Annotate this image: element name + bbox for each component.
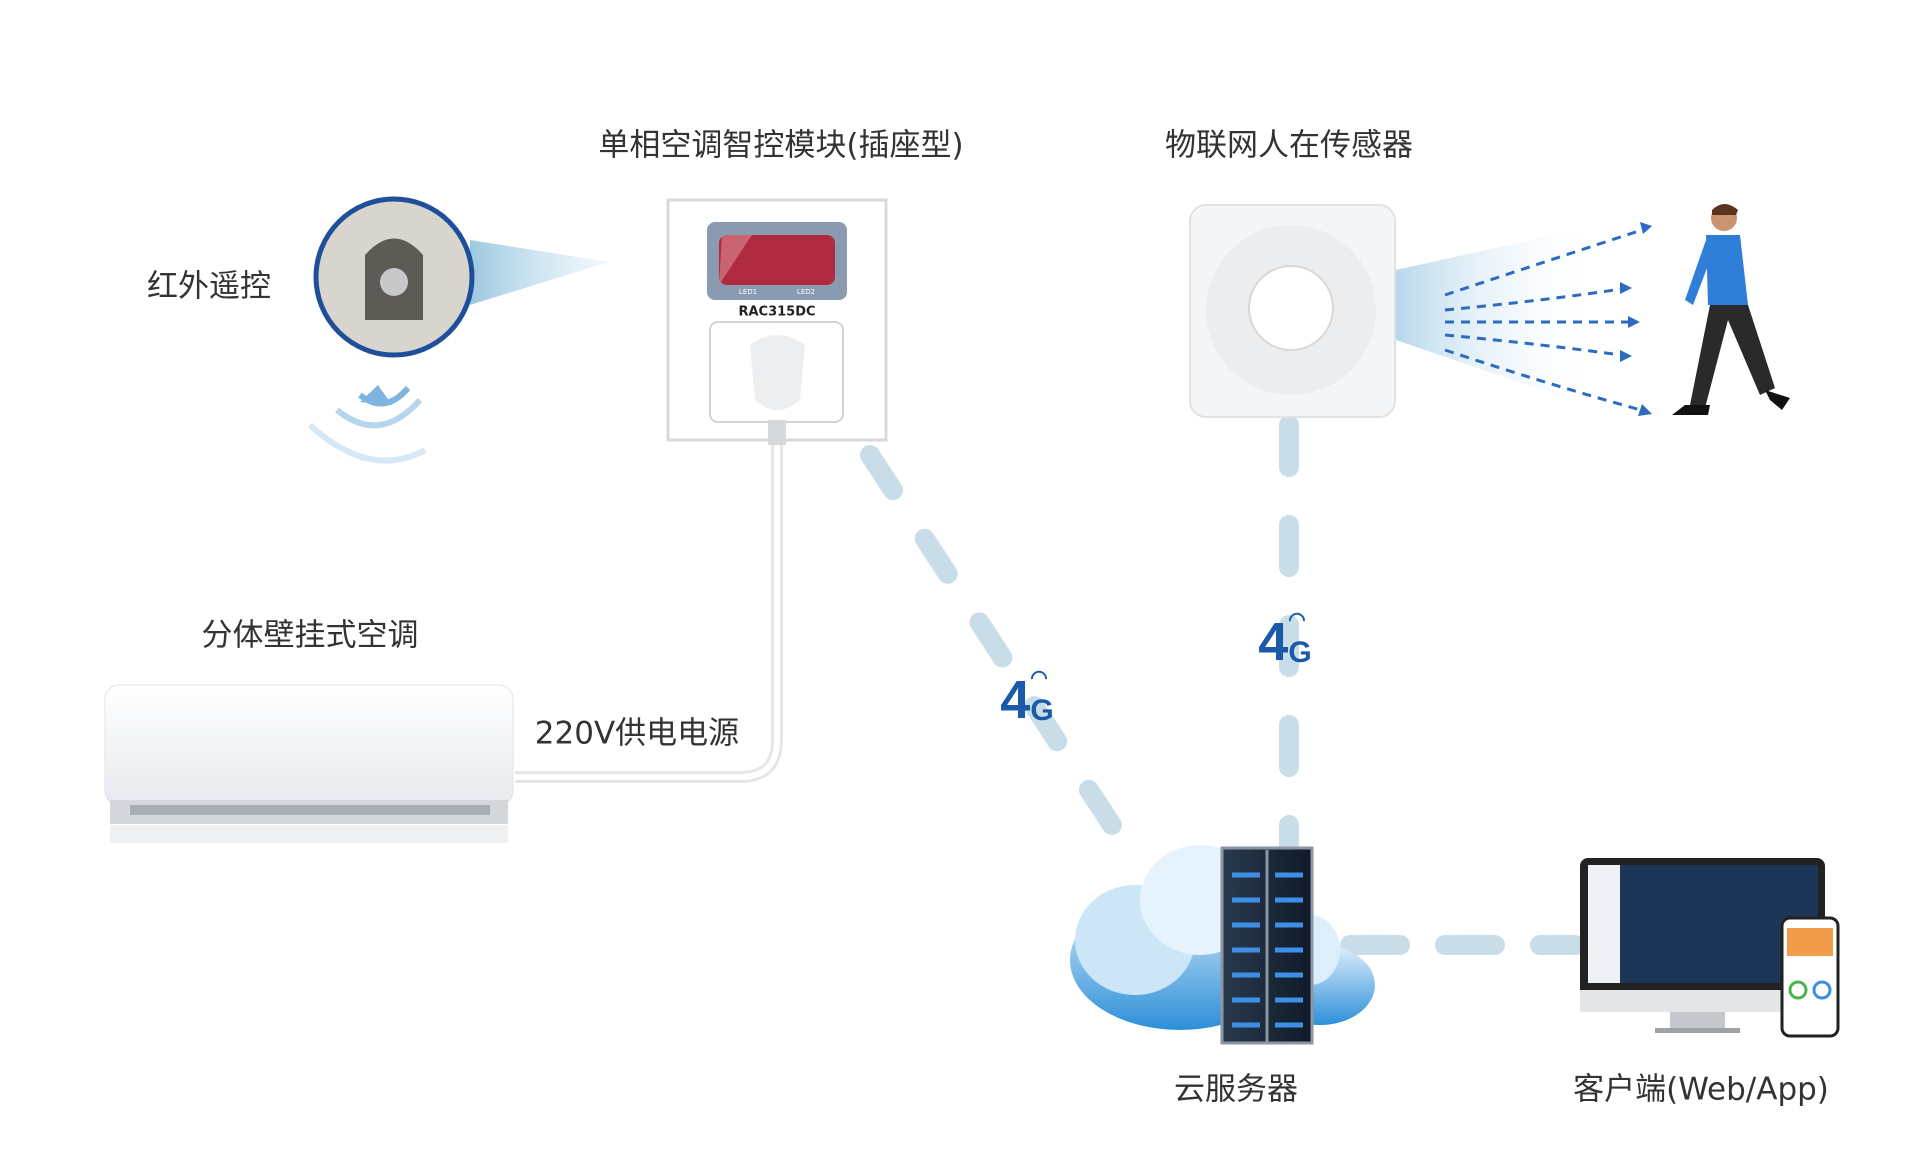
link-module-cloud — [860, 445, 1135, 855]
module-title: 单相空调智控模块(插座型) — [598, 127, 964, 164]
client-label: 客户端(Web/App) — [1573, 1071, 1829, 1108]
wifi-signal-icon: ◠ — [1030, 667, 1048, 689]
sensor-title: 物联网人在传感器 — [1165, 127, 1413, 164]
4g-badge-left: 4G ◠ — [1000, 667, 1054, 731]
client-devices-icon — [1580, 858, 1840, 1038]
module-model-label: RAC315DC — [738, 304, 816, 320]
4g-letter: G — [1030, 694, 1054, 727]
person-walking-icon — [1672, 204, 1790, 415]
ac-label: 分体壁挂式空调 — [201, 617, 419, 654]
ir-label: 红外遥控 — [147, 268, 271, 305]
ir-beam — [470, 240, 609, 305]
4g-letter: G — [1288, 636, 1312, 669]
wifi-signal-icon: ◠ — [1288, 609, 1306, 631]
network-links — [860, 415, 1585, 955]
led2-label: LED2 — [796, 288, 816, 296]
4g-badge-right: 4G ◠ — [1258, 609, 1312, 673]
4g-digit: 4 — [1000, 670, 1031, 730]
detection-arrows — [1444, 226, 1649, 414]
led1-label: LED1 — [738, 288, 758, 296]
ir-signal-waves-icon — [307, 385, 427, 464]
cloud-label: 云服务器 — [1174, 1071, 1298, 1108]
cloud-server-icon — [1070, 845, 1375, 1045]
presence-sensor-device — [1189, 204, 1600, 418]
smart-module-device — [666, 198, 888, 445]
4g-digit: 4 — [1258, 612, 1289, 672]
air-conditioner-device — [104, 684, 514, 843]
power-label: 220V供电电源 — [534, 715, 740, 752]
